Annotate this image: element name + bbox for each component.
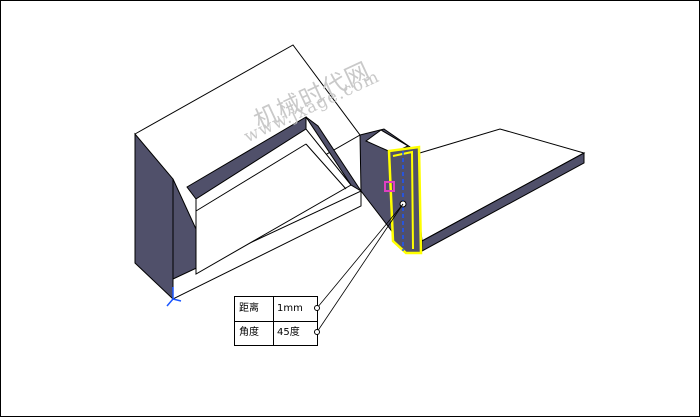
angle-value[interactable]: 45度 bbox=[277, 327, 300, 338]
distance-row[interactable]: 距离 1mm bbox=[235, 297, 317, 322]
window-edge-2 bbox=[305, 143, 347, 190]
window-edge bbox=[195, 143, 307, 212]
leader-line-angle bbox=[316, 203, 404, 333]
distance-handle[interactable] bbox=[314, 305, 320, 311]
distance-label: 距离 bbox=[239, 303, 259, 314]
distance-value[interactable]: 1mm bbox=[277, 303, 303, 314]
angle-handle[interactable] bbox=[314, 329, 320, 335]
triad-icon bbox=[166, 287, 182, 307]
angle-label: 角度 bbox=[239, 327, 259, 338]
notch-top-face[interactable] bbox=[365, 129, 410, 154]
selected-flange-face[interactable] bbox=[387, 145, 423, 255]
selected-flange-inner-edge bbox=[392, 150, 414, 250]
dimension-callout[interactable]: 距离 1mm 角度 45度 bbox=[234, 296, 318, 346]
leader-line-distance bbox=[316, 203, 404, 309]
lower-plate-top-face[interactable] bbox=[412, 128, 586, 242]
angle-row[interactable]: 角度 45度 bbox=[235, 321, 317, 345]
selection-marker[interactable] bbox=[384, 181, 395, 192]
